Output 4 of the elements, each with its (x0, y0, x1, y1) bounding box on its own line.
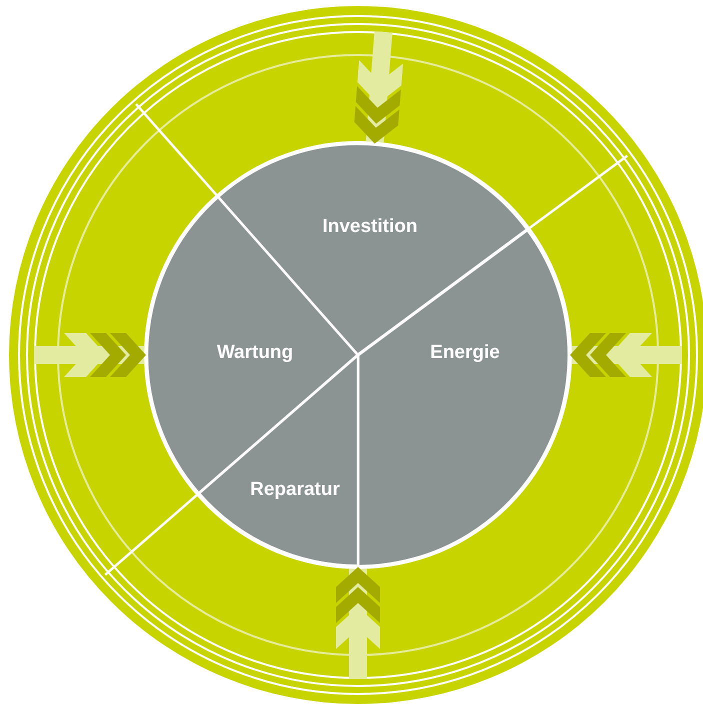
segment-label: Reparatur (250, 479, 340, 501)
segment-label: Investition (322, 216, 418, 238)
segment-label: Wartung (216, 342, 294, 364)
segment-label: Energie (430, 342, 500, 364)
